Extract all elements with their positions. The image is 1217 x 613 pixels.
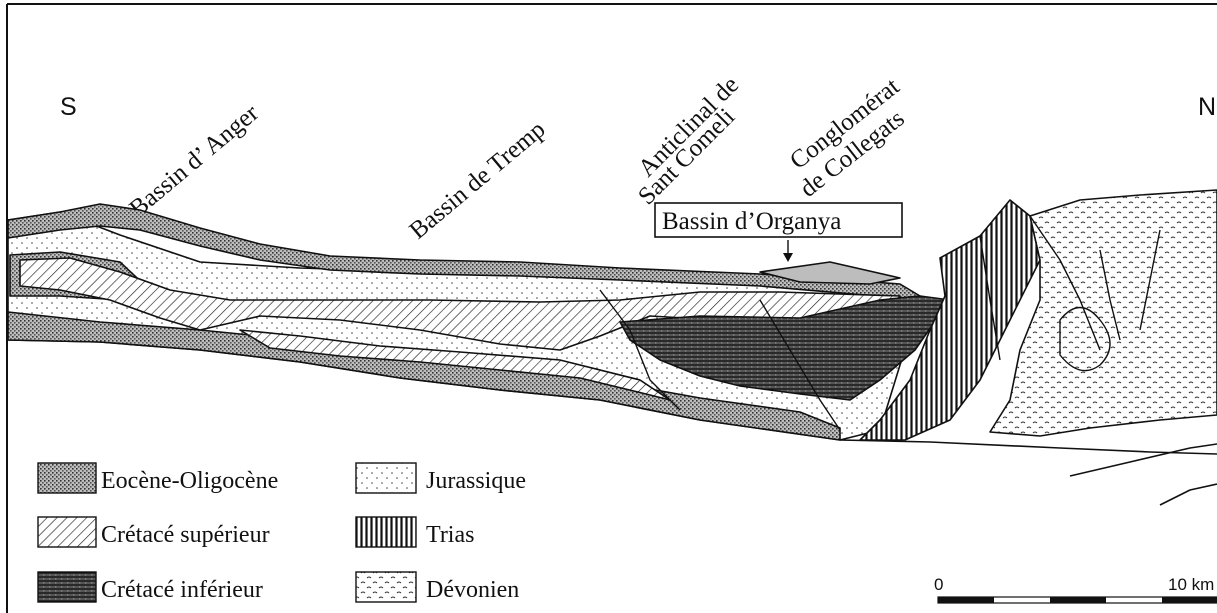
- legend-label-trias: Trias: [426, 522, 474, 548]
- organya-callout: Bassin d’Organya: [655, 203, 902, 262]
- label-bassin-tremp: Bassin de Tremp: [405, 116, 551, 245]
- scale-segment-5: [1162, 597, 1217, 603]
- swatch-trias: [356, 517, 416, 547]
- swatch-devonien: [356, 572, 416, 602]
- scale-start-label: 0: [934, 575, 943, 594]
- scale-end-label: 10 km: [1168, 575, 1214, 594]
- legend: Eocène-Oligocène Jurassique Crétacé supé…: [38, 463, 526, 603]
- label-bassin-organya: Bassin d’Organya: [662, 208, 841, 235]
- swatch-cretace-inferieur: [38, 572, 96, 602]
- swatch-jurassique: [356, 463, 416, 493]
- basal-thrust: [840, 440, 1217, 454]
- label-bassin-anger: Bassin d’ Anger: [125, 99, 265, 222]
- scale-segment-1: [938, 597, 994, 603]
- legend-label-devonien: Dévonien: [426, 577, 519, 603]
- swatch-cretace-superieur: [38, 517, 96, 547]
- organya-arrow-head: [783, 253, 793, 262]
- legend-item-eocene: Eocène-Oligocène: [38, 463, 278, 494]
- legend-label-cretace-inferieur: Crétacé inférieur: [101, 577, 263, 603]
- legend-item-cretace-superieur: Crétacé supérieur: [38, 517, 270, 548]
- legend-item-cretace-inferieur: Crétacé inférieur: [38, 572, 263, 603]
- legend-label-cretace-superieur: Crétacé supérieur: [101, 522, 270, 548]
- cross-section: [8, 190, 1217, 505]
- south-label: S: [60, 93, 77, 121]
- scale-bar: 0 10 km: [934, 575, 1217, 603]
- legend-item-devonien: Dévonien: [356, 572, 519, 603]
- legend-label-eocene: Eocène-Oligocène: [101, 468, 278, 494]
- fault-lower-tail-2: [1160, 484, 1217, 505]
- legend-label-jurassique: Jurassique: [426, 468, 526, 494]
- legend-item-jurassique: Jurassique: [356, 463, 526, 494]
- legend-item-trias: Trias: [356, 517, 474, 548]
- swatch-eocene: [38, 463, 96, 493]
- north-label: N: [1198, 93, 1216, 121]
- scale-segment-3: [1050, 597, 1106, 603]
